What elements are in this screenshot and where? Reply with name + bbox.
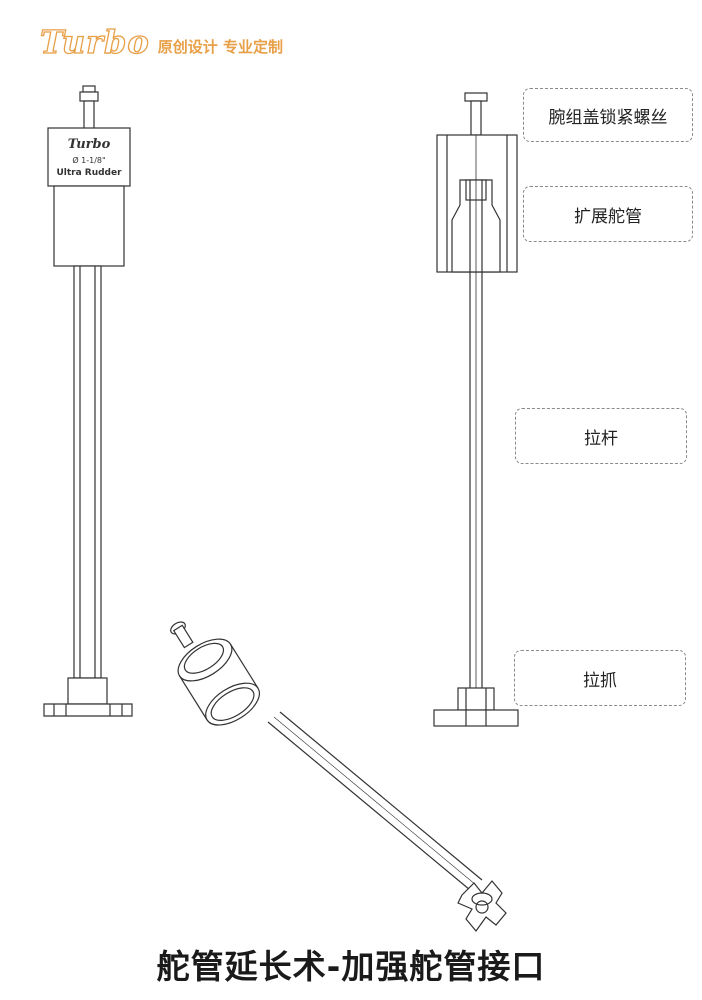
logo-text: Turbo — [39, 23, 150, 61]
section-view — [433, 92, 519, 727]
brand-logo: Turbo 原创设计 专业定制 — [39, 23, 283, 61]
badge-size: Ø 1-1/8" — [72, 155, 105, 165]
label-pull-rod: 拉杆 — [515, 408, 687, 464]
label-cap-screw: 腕组盖锁紧螺丝 — [523, 88, 693, 142]
logo-tagline: 原创设计 专业定制 — [157, 37, 283, 56]
badge-logo: Turbo — [68, 137, 111, 152]
badge-name: Ultra Rudder — [56, 168, 122, 178]
assembled-tool-view: Turbo Ø 1-1/8" Ultra Rudder — [43, 85, 133, 717]
product-badge — [47, 127, 131, 187]
label-extension-tube: 扩展舵管 — [523, 186, 693, 242]
page-caption: 舵管延长术-加强舵管接口 — [156, 947, 546, 986]
isometric-view — [170, 621, 507, 932]
label-pull-claw: 拉抓 — [514, 650, 686, 706]
